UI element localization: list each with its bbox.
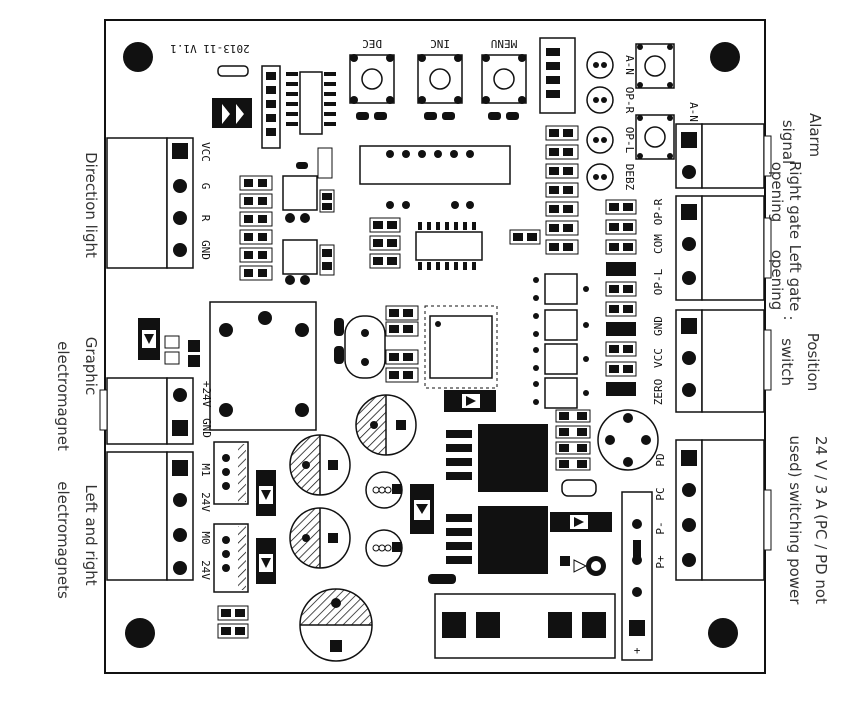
diode-upper-center — [444, 390, 496, 412]
label-position-1: Position — [804, 333, 822, 391]
pin-pd: PD — [654, 453, 667, 466]
header-m1 — [213, 441, 249, 505]
pin-vcc-position: VCC — [652, 348, 665, 368]
mcu-qfp — [424, 305, 498, 389]
label-position-2: switch — [778, 338, 796, 386]
label-power-1: 24 V / 3 A (PC / PD not — [812, 436, 830, 604]
capacitor-small-1 — [365, 471, 403, 509]
capacitor-small-2 — [365, 529, 403, 567]
mounting-hole-top-right — [710, 42, 740, 72]
label-colon: : — [780, 315, 798, 320]
label-left-right-2: electromagnets — [54, 481, 72, 599]
pin-pc: PC — [654, 487, 667, 500]
pin-g-direction: G — [199, 183, 212, 190]
header-connector-top — [539, 37, 576, 114]
connector-power — [675, 439, 772, 581]
relay-block — [359, 145, 511, 209]
button-dec — [349, 54, 395, 120]
mounting-hole-bottom-left — [125, 618, 155, 648]
relay-large — [209, 301, 317, 431]
pin-gnd-direction: GND — [199, 240, 212, 260]
alarm-pin-label: A-N — [687, 102, 700, 122]
connector-position — [675, 309, 772, 413]
led-group — [586, 51, 614, 191]
button-inc-label: INC — [430, 37, 450, 50]
capacitor-large-2 — [289, 507, 351, 569]
label-alarm-2: signal — [779, 120, 797, 164]
capacitor-large-3 — [355, 394, 417, 456]
label-left-right-1: Left and right — [82, 484, 100, 585]
buzzer — [597, 409, 659, 471]
mounting-hole-bottom-right — [708, 618, 738, 648]
version-label: 2013-11 V1.1 — [170, 42, 249, 55]
power-ic-2 — [446, 506, 548, 574]
pin-p-plus: P+ — [654, 555, 667, 569]
bottom-terminal-block — [434, 593, 616, 659]
connector-alarm — [675, 123, 772, 189]
led-op-l-label: OP-L — [623, 127, 636, 154]
label-graphic-1: Graphic — [82, 337, 100, 395]
led-a-n-label: A-N — [623, 55, 636, 75]
pin-r-direction: R — [199, 215, 212, 222]
connector-gates — [675, 195, 772, 301]
pin-vcc-direction: VCC — [199, 142, 212, 162]
header-m0 — [213, 523, 249, 593]
button-menu-label: MENU — [491, 37, 518, 50]
pin-gnd-graphic: GND — [200, 418, 213, 438]
label-alarm-1: Alarm — [806, 113, 824, 157]
label-graphic-2: electromagnet — [54, 341, 72, 451]
led-op-r-label: OP-R — [623, 87, 636, 114]
button-dec-label: DEC — [362, 37, 382, 50]
ic-area-upper-left — [212, 65, 336, 149]
pin-24v-graphic: +24V — [200, 381, 213, 408]
pin-com: COM — [652, 234, 665, 254]
pin-op-l: OP-L — [652, 268, 665, 295]
pin-op-r: OP-R — [652, 198, 665, 225]
pin-24v-m0: 24V — [199, 560, 212, 580]
label-direction-light: Direction light — [82, 152, 100, 258]
label-power-2: used) switching power — [786, 436, 804, 606]
pin-zero-position: ZERO — [652, 379, 665, 406]
capacitor-large-1 — [289, 434, 351, 496]
pin-24v-m1: 24V — [199, 492, 212, 512]
pin-gnd-position: GND — [652, 316, 665, 336]
small-button-right-bottom — [635, 114, 675, 160]
pin-m0: M0 — [199, 531, 212, 544]
diode-left — [138, 318, 200, 367]
transistor-column — [533, 273, 589, 409]
connector-direction-light — [106, 137, 194, 269]
ic-center-soic — [369, 217, 541, 270]
diodes-mid-left — [217, 470, 276, 639]
pin-m1: M1 — [199, 463, 212, 476]
label-right-gate-1: Right gate — [786, 161, 804, 239]
button-inc — [417, 54, 463, 120]
label-left-gate-2: opening — [768, 250, 786, 311]
connector-graphic — [99, 377, 194, 445]
label-right-gate-2: opening — [768, 162, 786, 223]
pin-p-minus: P- — [654, 521, 667, 534]
led-debz-label: DEBZ — [623, 164, 636, 191]
connector-left-right — [106, 451, 194, 581]
capacitor-large-4 — [299, 588, 373, 662]
diode-center — [410, 484, 456, 584]
small-button-right-top — [635, 43, 675, 89]
crystal-area — [334, 305, 419, 383]
components-right-of-power — [550, 409, 612, 576]
button-menu — [481, 54, 527, 120]
opto-cluster — [239, 147, 335, 285]
mounting-hole-top-left — [123, 42, 153, 72]
resistor-column — [545, 125, 637, 396]
label-left-gate-1: Left gate — [786, 245, 804, 312]
power-jumper-terminal — [621, 491, 653, 661]
power-plus-label: + — [634, 644, 641, 657]
power-ic-1 — [446, 424, 548, 492]
